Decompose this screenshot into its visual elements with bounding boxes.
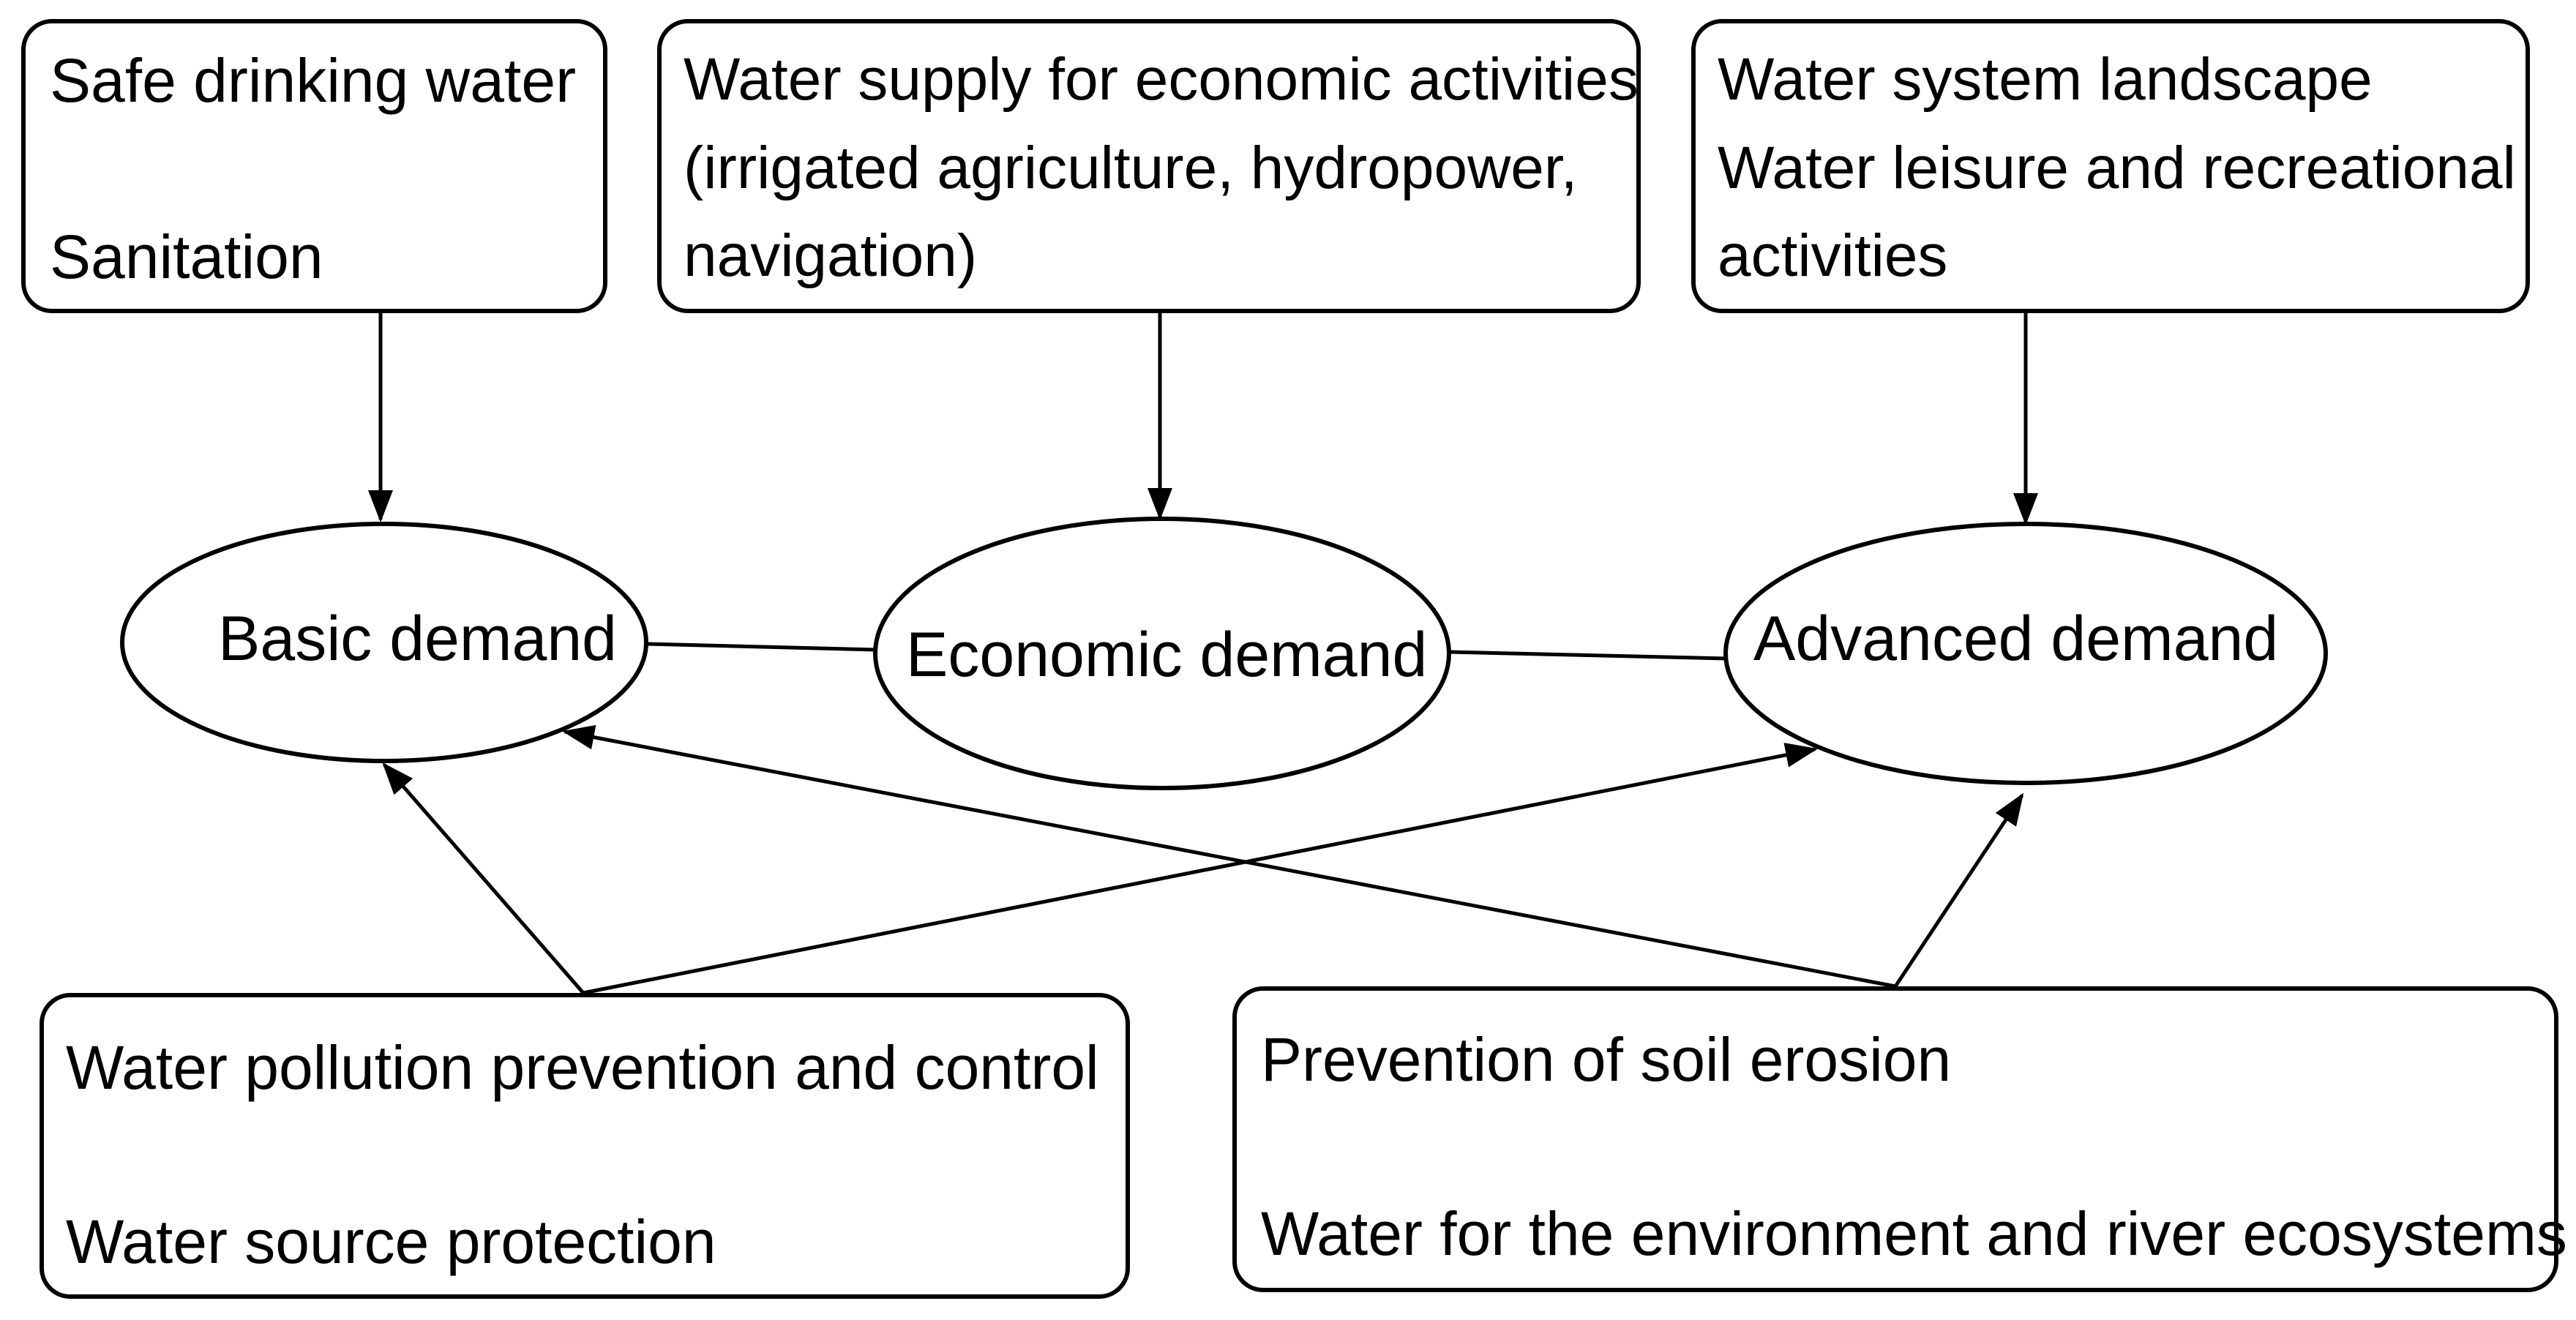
advanced-needs-box: Water system landscape Water leisure and… <box>1691 19 2530 313</box>
economic-needs-box: Water supply for economic activities (ir… <box>657 19 1641 313</box>
economic-needs-line-1: Water supply for economic activities <box>684 46 1639 113</box>
pollution-control-box: Water pollution prevention and control W… <box>40 993 1130 1299</box>
pollution-to-advanced-arrow <box>583 743 1818 995</box>
basic-needs-box: Safe drinking water Sanitation <box>21 19 607 313</box>
erosion-to-advanced-arrow <box>1893 792 2024 988</box>
economic-needs-line-3: navigation) <box>684 222 978 289</box>
basic-demand-ellipse <box>120 522 648 763</box>
ecosystem-box: Prevention of soil erosion Water for the… <box>1232 986 2567 1292</box>
advanced-demand-label: Advanced demand <box>1753 604 2279 674</box>
pollution-to-basic-arrow <box>382 762 585 994</box>
pollution-control-line-2: Water source protection <box>66 1207 716 1276</box>
basic-demand-label: Basic demand <box>218 604 617 674</box>
economic-demand-label: Economic demand <box>906 620 1428 690</box>
basic-economic-connector <box>645 642 877 652</box>
advanced-needs-line-3: activities <box>1718 222 1948 289</box>
economic-needs-line-2: (irrigated agriculture, hydropower, <box>684 135 1578 201</box>
basic-needs-line-1: Safe drinking water <box>50 46 577 115</box>
economic-advanced-connector <box>1448 650 1728 661</box>
basic-needs-line-2: Sanitation <box>50 222 323 291</box>
pollution-control-line-1: Water pollution prevention and control <box>66 1033 1099 1102</box>
ecosystem-line-2: Water for the environment and river ecos… <box>1261 1199 2567 1268</box>
advanced-needs-line-1: Water system landscape <box>1718 46 2373 113</box>
ecosystem-line-1: Prevention of soil erosion <box>1261 1025 1952 1094</box>
advanced-needs-line-2: Water leisure and recreational <box>1718 135 2516 201</box>
erosion-to-basic-arrow <box>562 724 1896 989</box>
